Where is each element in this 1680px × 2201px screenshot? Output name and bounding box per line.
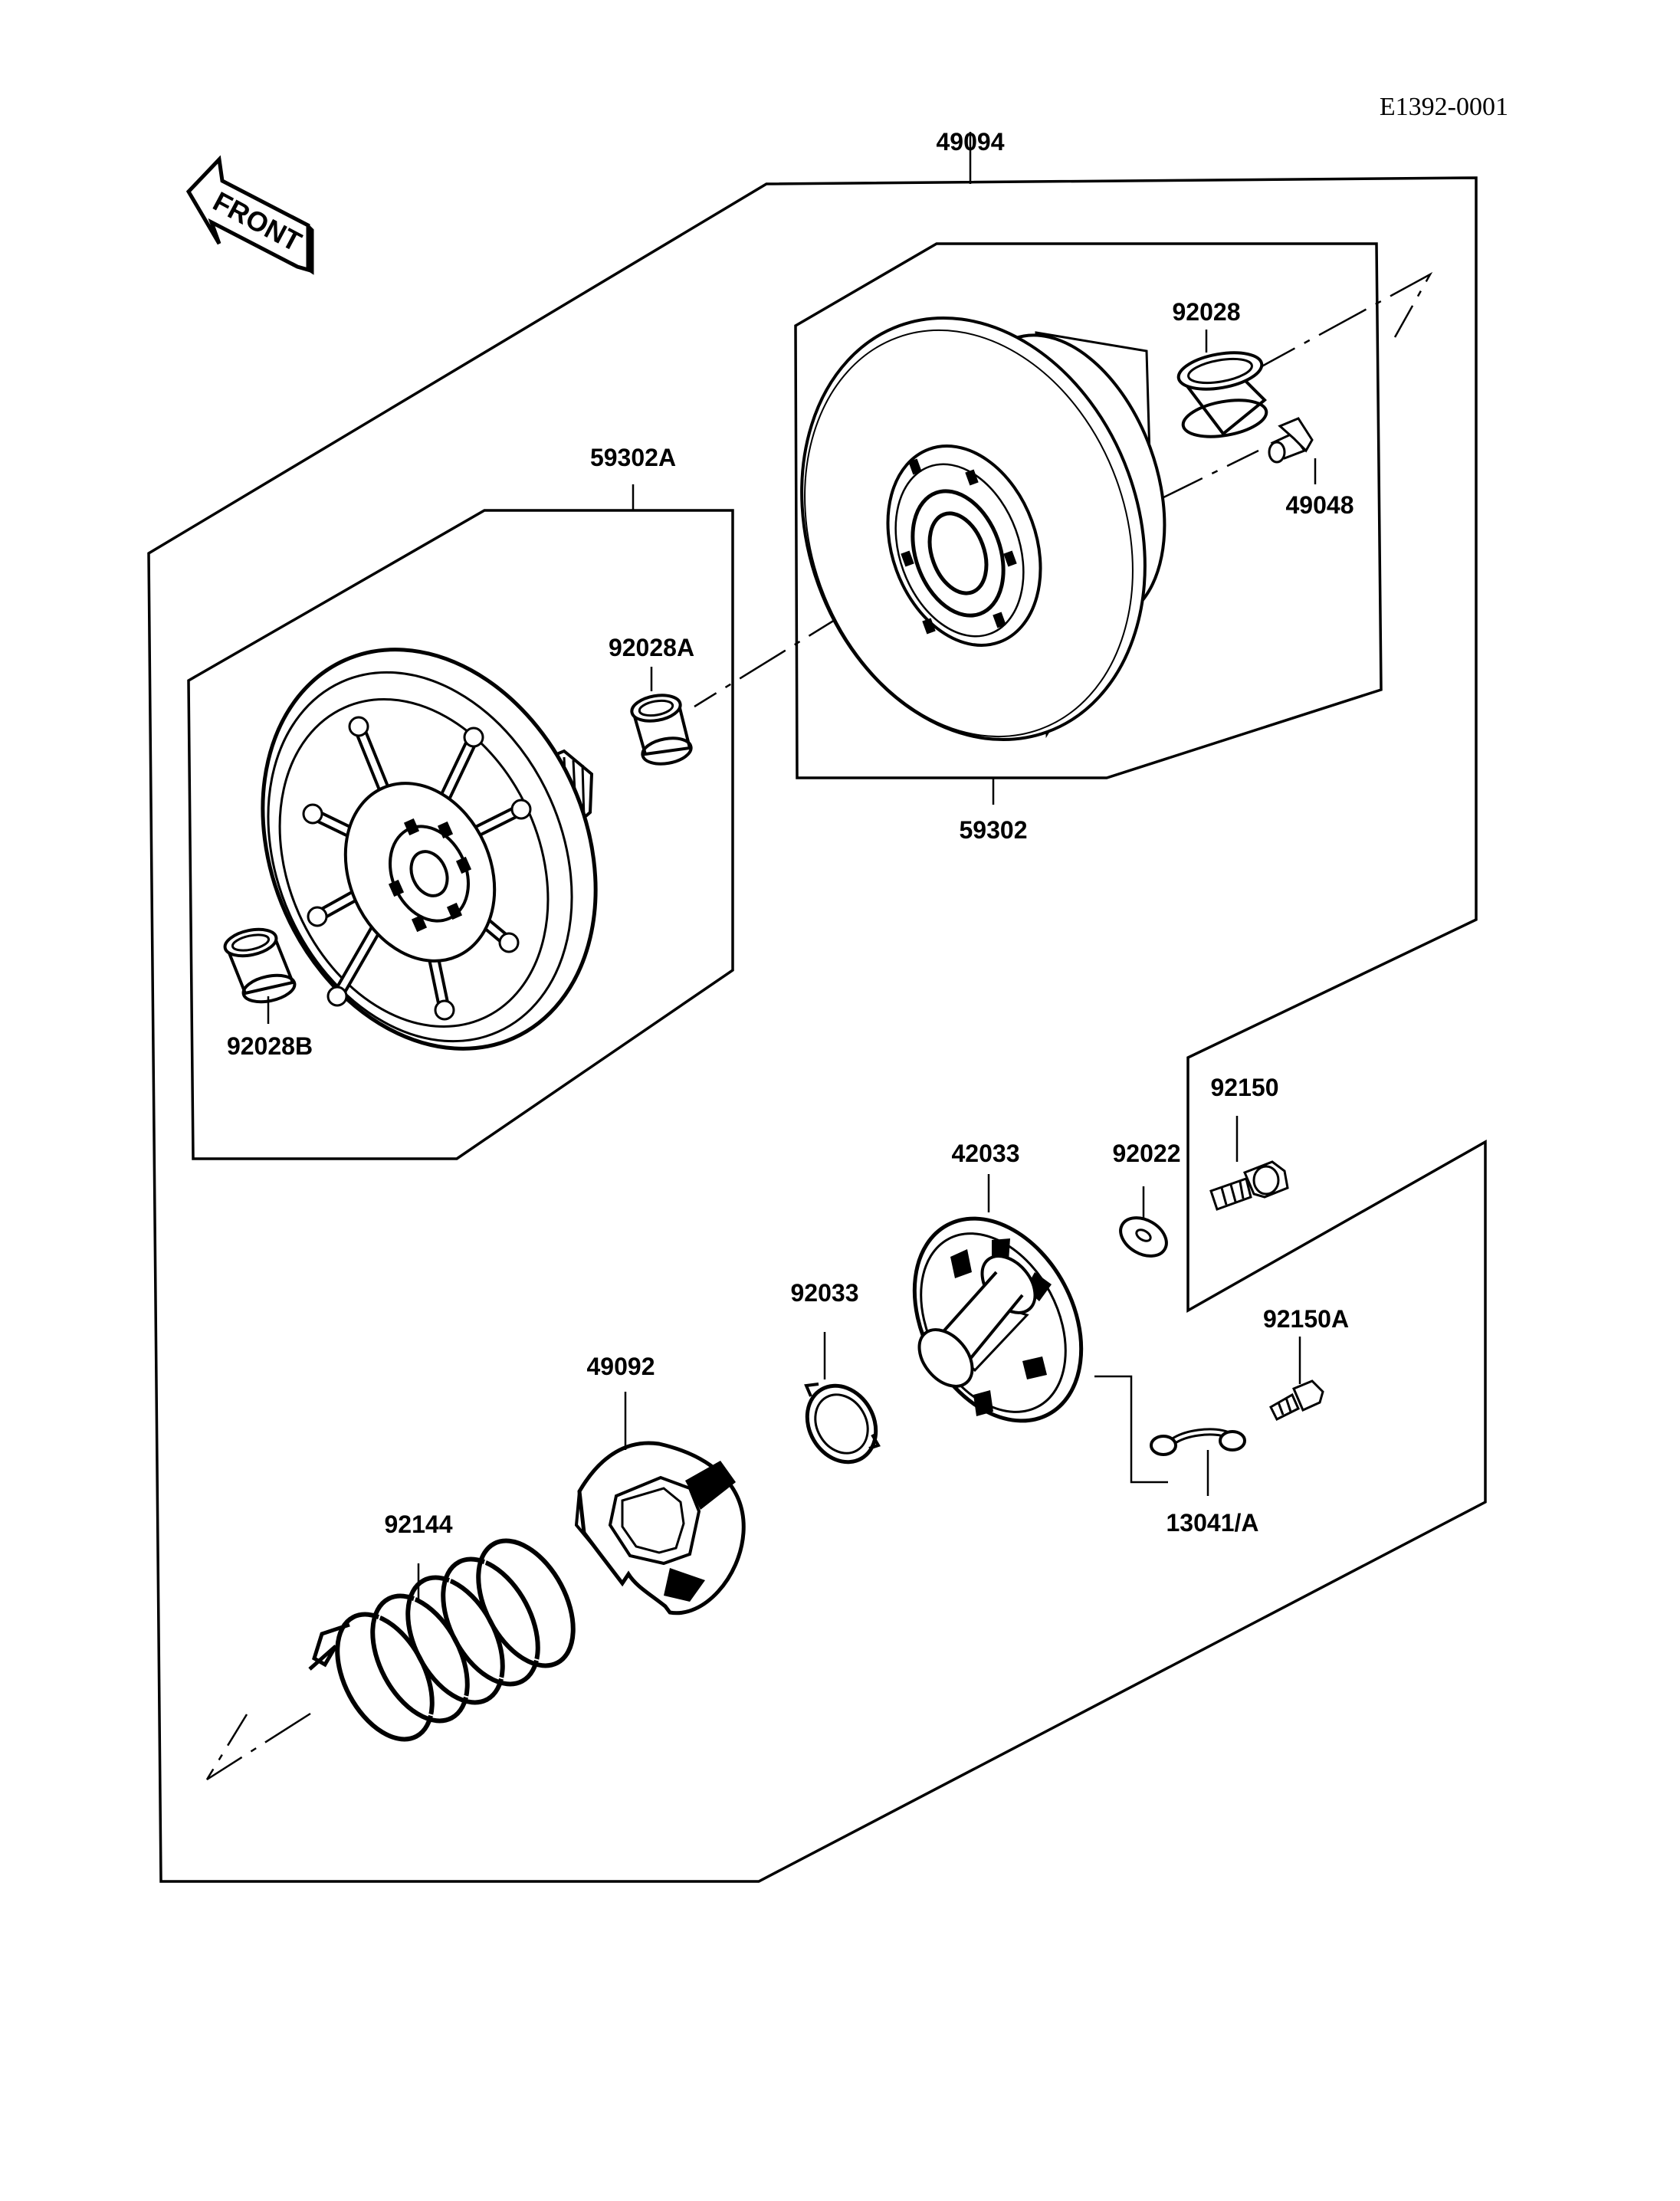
- washer-92022: [1119, 1216, 1168, 1258]
- callout-92028a: 92028A: [609, 634, 694, 661]
- callout-92144: 92144: [385, 1511, 453, 1538]
- axis-line-top: [1247, 271, 1433, 376]
- cam-42033: [912, 1216, 1084, 1423]
- callout-49094: 49094: [937, 128, 1005, 156]
- subframe-59302a: [187, 509, 734, 1160]
- callout-59302: 59302: [960, 816, 1028, 844]
- callout-49092: 49092: [587, 1353, 655, 1380]
- callout-92150: 92150: [1211, 1074, 1279, 1101]
- screw-92150: [1209, 1160, 1289, 1211]
- bracket-leader: [1094, 1375, 1168, 1484]
- callout-92033: 92033: [791, 1279, 859, 1307]
- cam-49092: [574, 1441, 746, 1615]
- callout-92028b: 92028B: [227, 1032, 313, 1060]
- callout-59302a: 59302A: [590, 444, 676, 471]
- front-direction-arrow: FRONT: [185, 155, 314, 275]
- circlip-92033: [804, 1383, 881, 1465]
- callout-92150a: 92150A: [1263, 1305, 1349, 1333]
- bolt-49048: [1268, 417, 1314, 464]
- callout-49048: 49048: [1286, 491, 1354, 519]
- movable-sheave-59302: [800, 316, 1166, 742]
- callout-42033: 42033: [952, 1140, 1020, 1167]
- callout-13041a: 13041/A: [1166, 1509, 1259, 1537]
- bracket-13041a: [1150, 1428, 1246, 1456]
- fixed-sheave-59302a: [261, 648, 598, 1051]
- screw-92150a: [1269, 1379, 1324, 1422]
- subframe-59302: [794, 242, 1383, 779]
- bushing-92028a: [630, 694, 693, 766]
- callout-92028: 92028: [1173, 298, 1241, 326]
- bushing-92028: [1176, 351, 1268, 438]
- bushing-92028b: [223, 927, 297, 1004]
- assembly-frame-49094: [147, 176, 1487, 1883]
- axis-line-bottom: [205, 1712, 311, 1781]
- spring-92144: [308, 1538, 576, 1742]
- drawing-reference: E1392-0001: [1380, 93, 1508, 121]
- callout-92022: 92022: [1113, 1140, 1181, 1167]
